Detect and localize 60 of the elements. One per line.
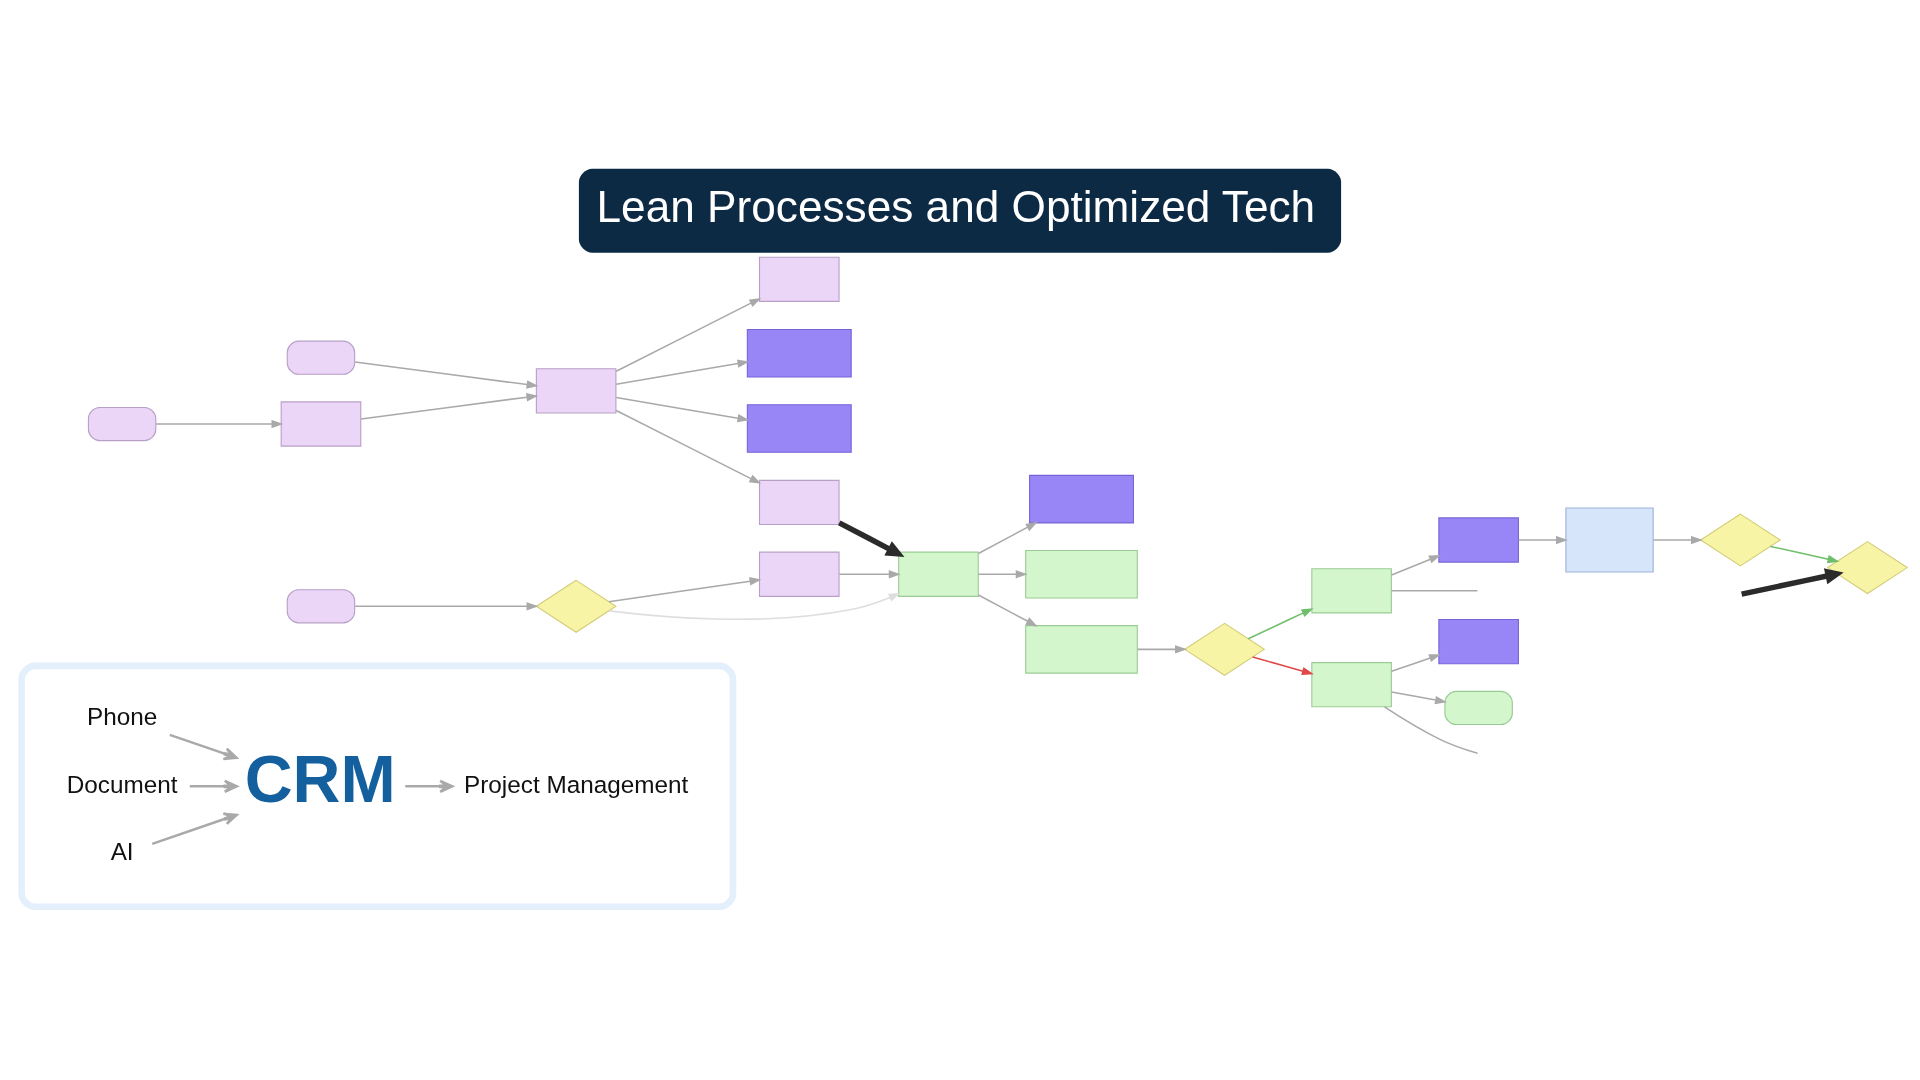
node-diamond (1699, 513, 1782, 567)
node-pill (286, 589, 356, 624)
arrow (977, 594, 1038, 627)
arrow (977, 570, 1028, 579)
arrow (1769, 545, 1840, 564)
node-box (1311, 568, 1392, 614)
node-box (746, 404, 852, 453)
arrow (1390, 554, 1441, 576)
node-box (758, 551, 840, 597)
connector (1390, 590, 1479, 592)
node-box (1438, 517, 1519, 563)
node-diamond (535, 579, 617, 633)
node-box (1029, 474, 1134, 524)
node-box (535, 368, 617, 414)
arrow (1251, 656, 1314, 676)
arrow (1741, 568, 1844, 597)
node-box (746, 329, 852, 378)
arrow (1517, 535, 1568, 545)
arrow (615, 409, 762, 484)
node-box (758, 479, 840, 526)
arrow (405, 779, 454, 794)
diagram-title: Lean Processes and Optimized Tech (596, 181, 1316, 231)
arrow (608, 577, 762, 603)
arrow (169, 733, 238, 761)
arrow (615, 297, 762, 372)
node-box (1025, 625, 1138, 674)
arrow (1136, 645, 1187, 654)
node-text: Project Management (464, 770, 689, 798)
arrow (608, 593, 901, 621)
arrow (360, 393, 539, 420)
node-diamond (1183, 622, 1266, 676)
node-pill (87, 406, 157, 442)
arrow (151, 812, 238, 845)
arrow (838, 520, 905, 557)
node-pill (286, 340, 356, 375)
connector (1383, 706, 1479, 754)
arrow (615, 359, 750, 385)
arrow (155, 419, 284, 429)
arrow (977, 521, 1038, 555)
arrow (354, 361, 539, 389)
arrow (354, 602, 539, 611)
arrow (1390, 691, 1447, 705)
node-box (1311, 662, 1392, 708)
node-text: CRM (244, 741, 396, 816)
arrow (1390, 654, 1441, 673)
arrow (1652, 535, 1703, 545)
node-pill (1444, 690, 1513, 726)
node-box (280, 401, 362, 447)
arrow (838, 570, 901, 579)
node-text: Document (66, 770, 178, 798)
node-box (1025, 549, 1138, 599)
arrow (1247, 608, 1314, 640)
arrow (189, 779, 239, 794)
node-box (1438, 619, 1519, 665)
arrow (615, 396, 750, 423)
node-text: Phone (86, 703, 158, 731)
node-box (898, 551, 979, 597)
node-box (758, 256, 840, 302)
node-box (1565, 507, 1654, 573)
node-text: AI (110, 837, 134, 865)
